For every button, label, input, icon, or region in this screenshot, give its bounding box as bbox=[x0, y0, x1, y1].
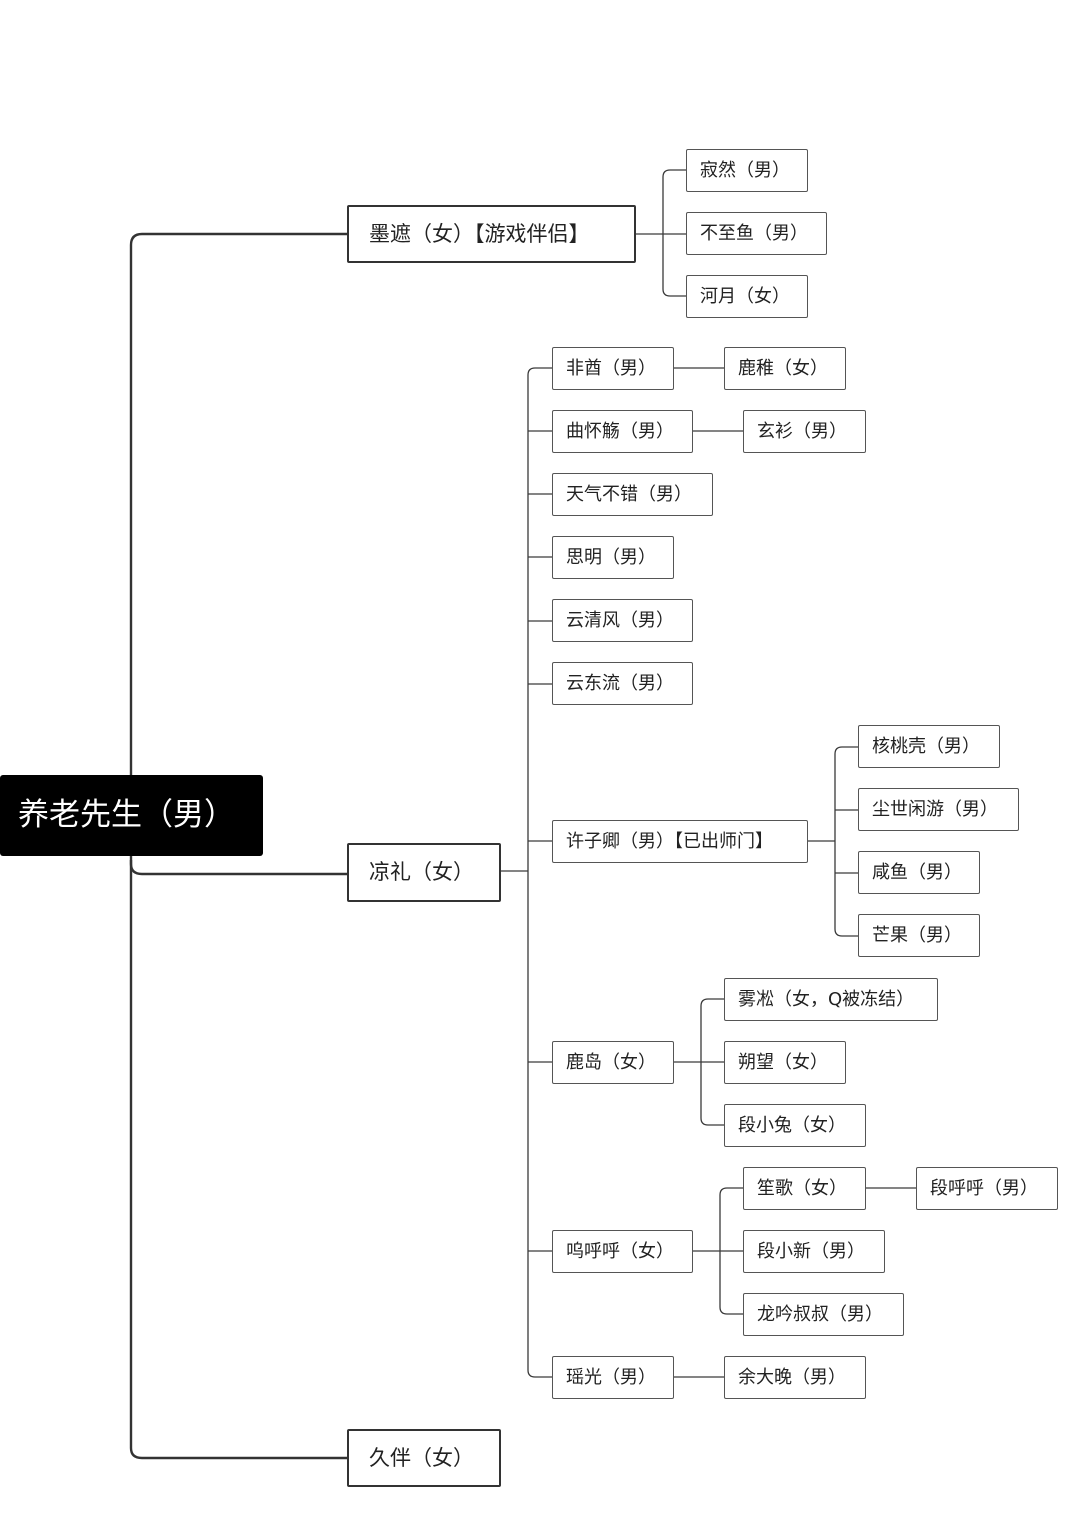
node-yunqingfeng[interactable]: 云清风（男） bbox=[552, 599, 693, 642]
connector bbox=[528, 430, 552, 1252]
node-longyinshushu[interactable]: 龙吟叔叔（男） bbox=[743, 1293, 904, 1336]
node-quhuaishang[interactable]: 曲怀觞（男） bbox=[552, 410, 693, 453]
root-node[interactable]: 养老先生（男） bbox=[0, 775, 263, 856]
node-tianqibucuo[interactable]: 天气不错（男） bbox=[552, 473, 713, 516]
node-yudawan[interactable]: 余大晚（男） bbox=[724, 1356, 866, 1399]
node-feiyou[interactable]: 非酋（男） bbox=[552, 347, 674, 390]
connector bbox=[527, 367, 552, 1378]
node-buzhiyu[interactable]: 不至鱼（男） bbox=[686, 212, 827, 255]
node-moche[interactable]: 墨遮（女）【游戏伴侣】 bbox=[347, 205, 636, 263]
node-jiran[interactable]: 寂然（男） bbox=[686, 149, 808, 192]
node-liangli[interactable]: 凉礼（女） bbox=[347, 843, 501, 902]
node-chenshixianyou[interactable]: 尘世闲游（男） bbox=[858, 788, 1019, 831]
node-yaoguang[interactable]: 瑶光（男） bbox=[552, 1356, 674, 1399]
connector bbox=[834, 746, 858, 937]
node-ludao[interactable]: 鹿岛（女） bbox=[552, 1041, 674, 1084]
node-hetaoke[interactable]: 核桃壳（男） bbox=[858, 725, 1000, 768]
node-wuhuhu[interactable]: 呜呼呼（女） bbox=[552, 1230, 693, 1273]
node-luzhi[interactable]: 鹿稚（女） bbox=[724, 347, 846, 390]
trunk-line bbox=[129, 848, 348, 1460]
node-heyue[interactable]: 河月（女） bbox=[686, 275, 808, 318]
node-duanxiaotu[interactable]: 段小兔（女） bbox=[724, 1104, 866, 1147]
trunk-line bbox=[129, 232, 348, 848]
node-shuowang[interactable]: 朔望（女） bbox=[724, 1041, 846, 1084]
node-siming[interactable]: 思明（男） bbox=[552, 536, 674, 579]
trunk-line bbox=[129, 860, 348, 876]
node-xuziqing[interactable]: 许子卿（男）【已出师门】 bbox=[552, 820, 808, 863]
node-duanxiaoxin[interactable]: 段小新（男） bbox=[743, 1230, 885, 1273]
node-mangguo[interactable]: 芒果（男） bbox=[858, 914, 980, 957]
node-wusong[interactable]: 雾凇（女，Q被冻结） bbox=[724, 978, 938, 1021]
node-jiuban[interactable]: 久伴（女） bbox=[347, 1429, 501, 1487]
connector bbox=[700, 998, 724, 1126]
node-xianyu[interactable]: 咸鱼（男） bbox=[858, 851, 980, 894]
connector bbox=[662, 169, 686, 297]
node-yundongliu[interactable]: 云东流（男） bbox=[552, 662, 693, 705]
connector bbox=[719, 1187, 743, 1315]
node-duanhuhu[interactable]: 段呼呼（男） bbox=[916, 1167, 1058, 1210]
node-shengge[interactable]: 笙歌（女） bbox=[743, 1167, 866, 1210]
node-xuanshan[interactable]: 玄衫（男） bbox=[743, 410, 866, 453]
